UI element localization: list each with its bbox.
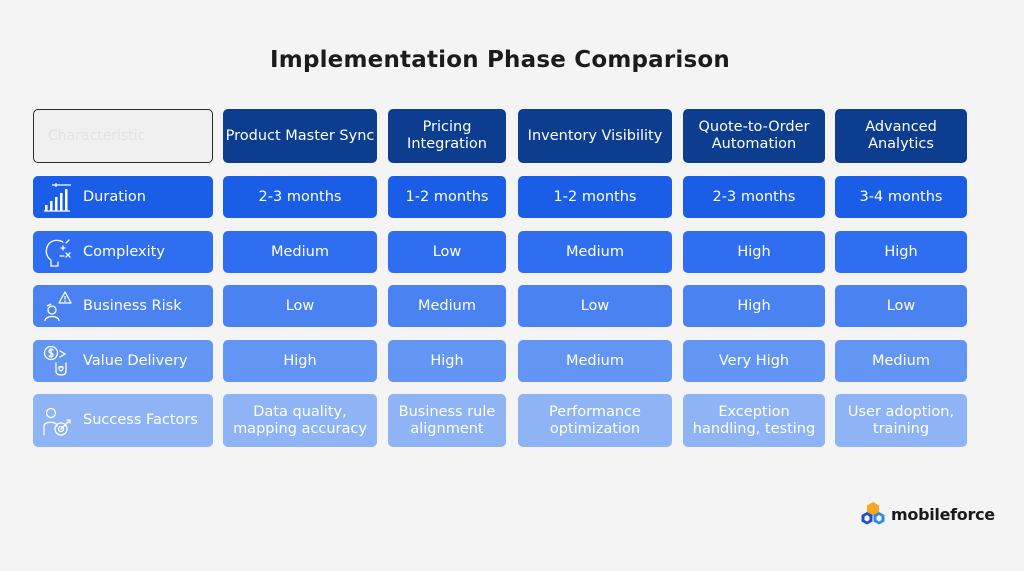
table-cell: Medium [835,340,967,382]
table-cell: User adoption, training [835,394,967,447]
column-header: Product Master Sync [223,109,377,163]
money-value-icon [42,345,72,377]
table-cell: 3-4 months [835,176,967,218]
table-cell: 2-3 months [223,176,377,218]
row-label-text: Business Risk [83,297,182,314]
chart-title: Implementation Phase Comparison [270,47,730,73]
row-label-text: Success Factors [83,412,198,428]
corner-header: Characteristic [33,109,213,163]
row-label: Business Risk [33,285,213,327]
table-cell: 2-3 months [683,176,825,218]
brain-head-icon [42,236,72,268]
table-cell: High [683,231,825,273]
table-cell: Exception handling, testing [683,394,825,447]
table-cell: Low [518,285,672,327]
table-cell: Data quality, mapping accuracy [223,394,377,447]
row-label: Complexity [33,231,213,273]
table-cell: Performance optimization [518,394,672,447]
table-cell: High [388,340,506,382]
column-header: Pricing Integration [388,109,506,163]
bar-chart-icon [42,181,72,213]
column-header: Advanced Analytics [835,109,967,163]
risk-warning-icon [42,290,72,322]
table-cell: 1-2 months [388,176,506,218]
table-cell: Business rule alignment [388,394,506,447]
row-label-text: Value Delivery [83,352,188,369]
row-label-text: Complexity [83,243,165,260]
mobileforce-logo-icon [860,501,886,527]
table-cell: 1-2 months [518,176,672,218]
table-cell: Medium [223,231,377,273]
table-cell: Medium [388,285,506,327]
person-target-icon [42,405,72,437]
row-label: Value Delivery [33,340,213,382]
table-cell: Medium [518,231,672,273]
table-cell: High [683,285,825,327]
table-cell: Medium [518,340,672,382]
table-cell: Low [223,285,377,327]
column-header: Quote-to-Order Automation [683,109,825,163]
logo-text: mobileforce [891,504,995,524]
mobileforce-logo: mobileforce [860,500,995,528]
table-cell: High [223,340,377,382]
table-cell: High [835,231,967,273]
table-cell: Low [388,231,506,273]
column-header: Inventory Visibility [518,109,672,163]
row-label-text: Duration [83,188,146,205]
row-label: Success Factors [33,394,213,447]
table-cell: Low [835,285,967,327]
table-cell: Very High [683,340,825,382]
row-label: Duration [33,176,213,218]
